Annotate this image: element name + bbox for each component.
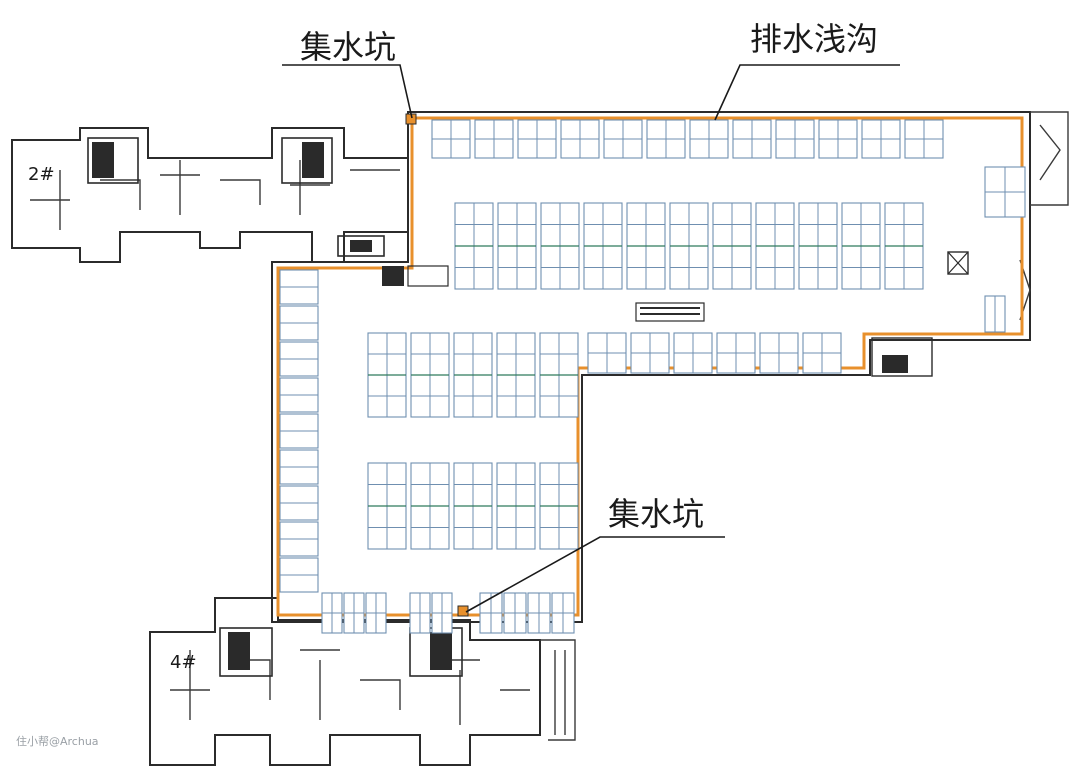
building-4: 4# bbox=[149, 597, 576, 766]
stair-core-icon bbox=[228, 632, 250, 670]
watermark: 住小帮@Archua bbox=[16, 734, 99, 748]
stair-core-icon bbox=[92, 142, 114, 178]
leader-trench bbox=[714, 64, 900, 121]
stair-icon bbox=[882, 355, 908, 373]
building-4-label: 4# bbox=[170, 652, 197, 673]
equipment-icon bbox=[382, 266, 404, 286]
garage-outline bbox=[271, 111, 1031, 623]
callout-sump-top: 集水坑 bbox=[300, 28, 396, 66]
leader-sump-top bbox=[282, 64, 413, 119]
building-2-label: 2# bbox=[28, 164, 55, 185]
building-2: 2# bbox=[11, 127, 409, 263]
stair-core-icon bbox=[430, 632, 452, 670]
parking-stalls bbox=[279, 119, 1026, 634]
fan-room-icon bbox=[947, 251, 969, 275]
stair-core-icon bbox=[302, 142, 324, 178]
leader-sump-bottom bbox=[465, 536, 725, 613]
callout-sump-bottom: 集水坑 bbox=[608, 495, 704, 533]
callout-trench: 排水浅沟 bbox=[750, 20, 878, 58]
